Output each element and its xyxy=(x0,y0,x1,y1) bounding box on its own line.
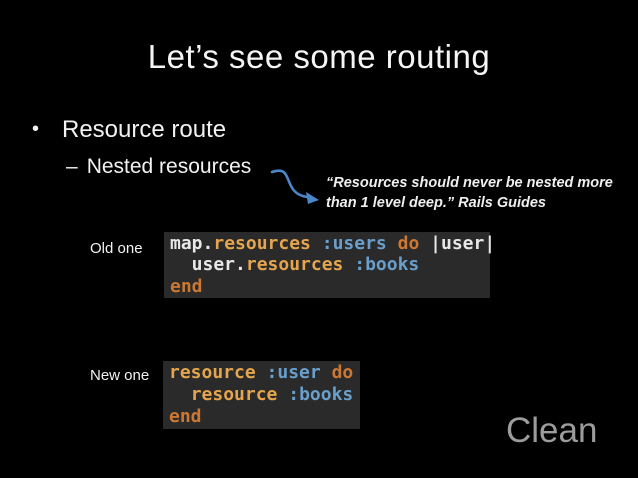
code-line: resource :books xyxy=(190,384,354,405)
quote-line-2: than 1 level deep.” Rails Guides xyxy=(326,194,546,211)
quote-line-1: “Resources should never be nested more xyxy=(326,175,613,191)
code-line: map.resources :users do |user| xyxy=(170,233,496,254)
new-one-label: New one xyxy=(90,367,150,384)
code-line: end xyxy=(169,406,202,427)
bullet-nested-resources: – Nested resources xyxy=(66,155,251,179)
slide-title: Let’s see some routing xyxy=(147,38,491,75)
curved-arrow-icon xyxy=(269,166,325,208)
rails-guides-quote: “Resources should never be nested more t… xyxy=(326,174,613,213)
code-line: resource :user do xyxy=(169,362,354,383)
code-line: end xyxy=(170,275,203,297)
code-line: user.resources :books xyxy=(170,254,420,276)
bullet-dash-marker: – xyxy=(66,155,78,178)
old-one-label: Old one xyxy=(90,240,143,257)
bullet-dot-marker: • xyxy=(32,118,40,140)
bullet-nested-resources-label: Nested resources xyxy=(86,155,252,178)
bullet-resource-route: • Resource route xyxy=(32,116,226,144)
clean-caption: Clean xyxy=(506,411,598,450)
old-routing-code-block: map.resources :users do |user| user.reso… xyxy=(164,232,496,298)
bullet-resource-route-label: Resource route xyxy=(62,116,227,143)
